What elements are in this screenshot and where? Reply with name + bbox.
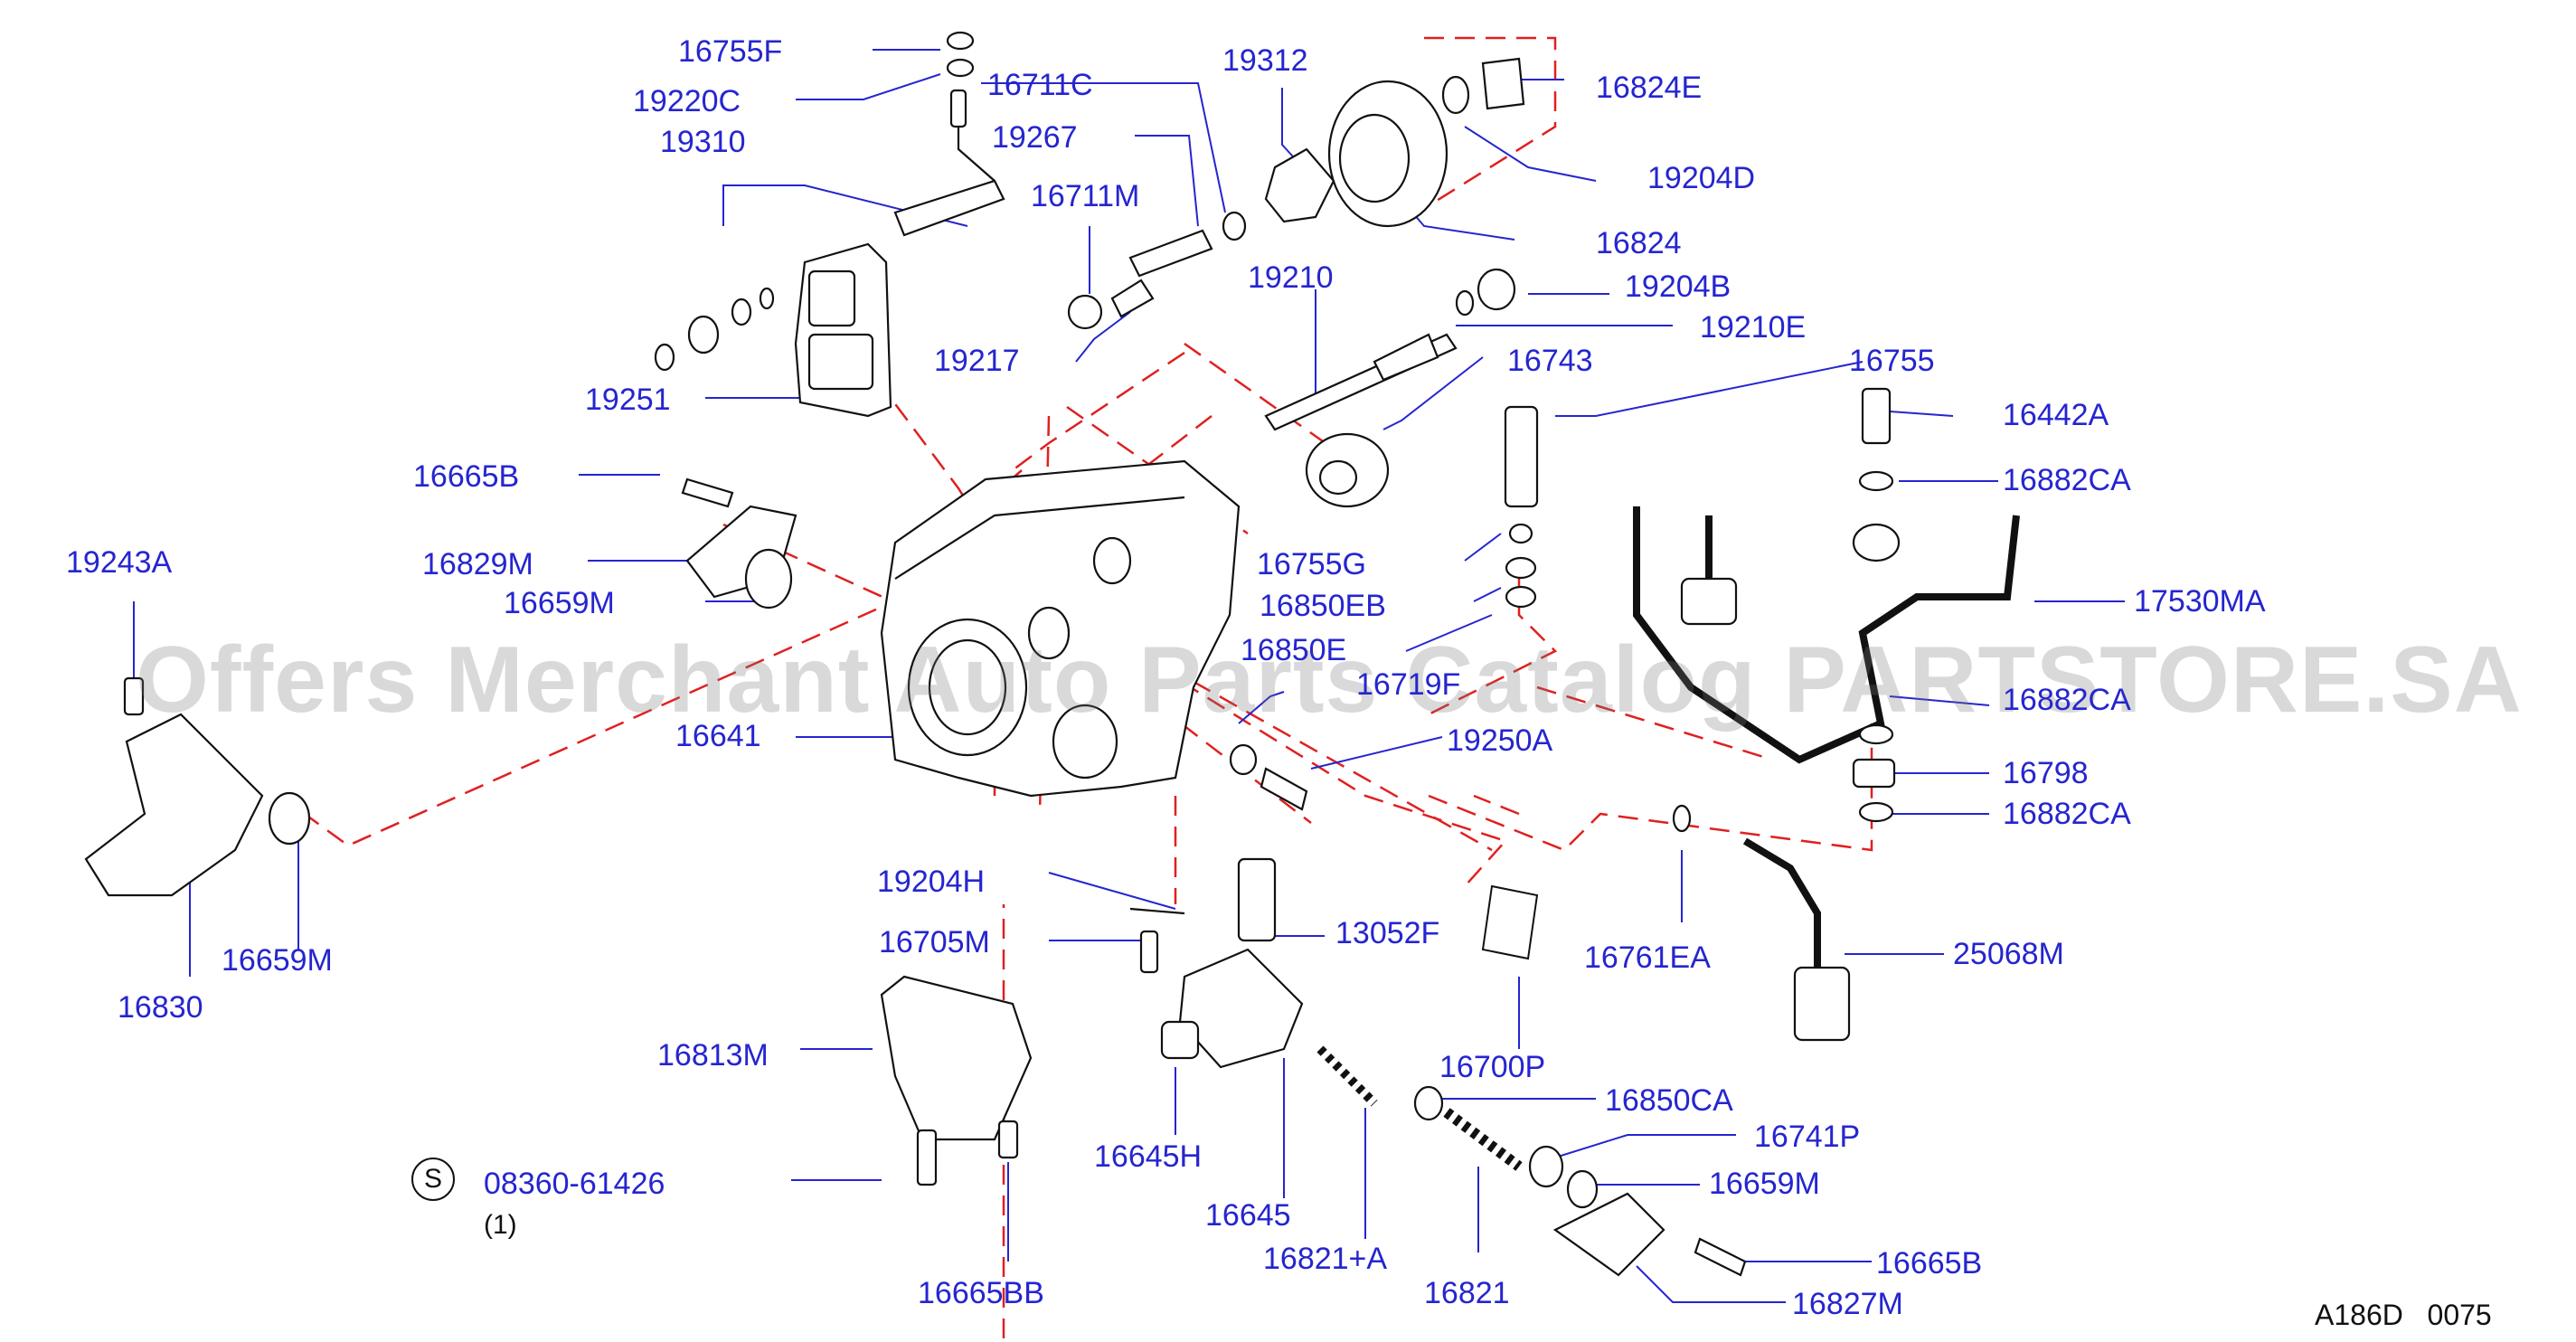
quantity-note: (1) <box>484 1210 517 1240</box>
part-label: 25068M <box>1953 937 2064 971</box>
part-label: 19210 <box>1248 260 1334 295</box>
part-label: 08360-61426 <box>484 1167 665 1201</box>
part-label: 16719F <box>1356 667 1461 702</box>
part-shapes <box>84 31 2020 1277</box>
part-label: 16813M <box>657 1038 769 1073</box>
part-label: 19204H <box>877 865 986 899</box>
part-label: 19210E <box>1700 310 1807 345</box>
part-label: 19251 <box>585 383 671 417</box>
part-label: 16659M <box>504 586 615 620</box>
part-label: 16711C <box>987 68 1093 102</box>
watermark: Offers Merchant Auto Parts Catalog PARTS… <box>136 628 2523 732</box>
part-label: 16882CA <box>2003 797 2131 831</box>
service-part-symbol: S <box>411 1158 455 1201</box>
part-label: 16850EB <box>1260 589 1386 623</box>
part-label: 16700P <box>1439 1050 1546 1084</box>
part-label: 13052F <box>1335 916 1440 950</box>
part-label: 16665B <box>1876 1246 1983 1281</box>
part-label: 16824E <box>1596 71 1703 105</box>
part-label: 19217 <box>934 344 1020 378</box>
part-label: 16705M <box>879 925 990 959</box>
part-label: 16711M <box>1031 179 1140 213</box>
part-label: 19243A <box>66 545 173 580</box>
part-label: 16821 <box>1424 1276 1510 1310</box>
part-label: 19220C <box>633 84 741 118</box>
part-label: 16798 <box>2003 756 2089 790</box>
fuel-pipe <box>1633 506 2020 764</box>
part-label: 16761EA <box>1584 940 1711 975</box>
part-label: 16830 <box>118 990 203 1025</box>
part-label: 16755 <box>1849 344 1935 378</box>
part-label: 16755G <box>1257 547 1366 581</box>
diagram-code: A186D 0075 <box>2315 1299 2492 1331</box>
leader-lines <box>133 49 2125 1303</box>
part-label: 19310 <box>660 125 746 159</box>
part-label: 16850CA <box>1605 1083 1733 1118</box>
part-label: 16659M <box>1709 1167 1820 1201</box>
part-label: 16641 <box>675 719 761 753</box>
part-label: 19267 <box>992 120 1078 155</box>
part-label: 16665BB <box>918 1276 1044 1310</box>
part-label: 16882CA <box>2003 463 2131 497</box>
part-label: 16827M <box>1792 1287 1903 1321</box>
part-label: 16882CA <box>2003 683 2131 717</box>
part-label: 16741P <box>1754 1120 1861 1154</box>
part-label: 17530MA <box>2134 584 2266 619</box>
part-label: 19204D <box>1647 161 1756 195</box>
part-label: 19250A <box>1447 723 1553 758</box>
part-label: 16850E <box>1241 633 1347 667</box>
part-label: 19312 <box>1222 43 1308 78</box>
part-label: 16821+A <box>1263 1242 1388 1276</box>
bracket <box>880 975 1033 1141</box>
part-label: 16665B <box>413 459 520 494</box>
actuator <box>84 713 264 897</box>
part-label: 16755F <box>678 34 783 69</box>
governor-housing <box>794 242 892 418</box>
part-label: 16824 <box>1596 226 1682 260</box>
part-label: 16743 <box>1507 344 1593 378</box>
part-label: 16645 <box>1205 1198 1291 1233</box>
part-label: 16645H <box>1094 1139 1203 1174</box>
part-label: 16659M <box>222 943 333 978</box>
part-label: 16829M <box>422 547 533 581</box>
part-label: 16442A <box>2003 398 2109 432</box>
part-label: 19204B <box>1625 269 1731 304</box>
